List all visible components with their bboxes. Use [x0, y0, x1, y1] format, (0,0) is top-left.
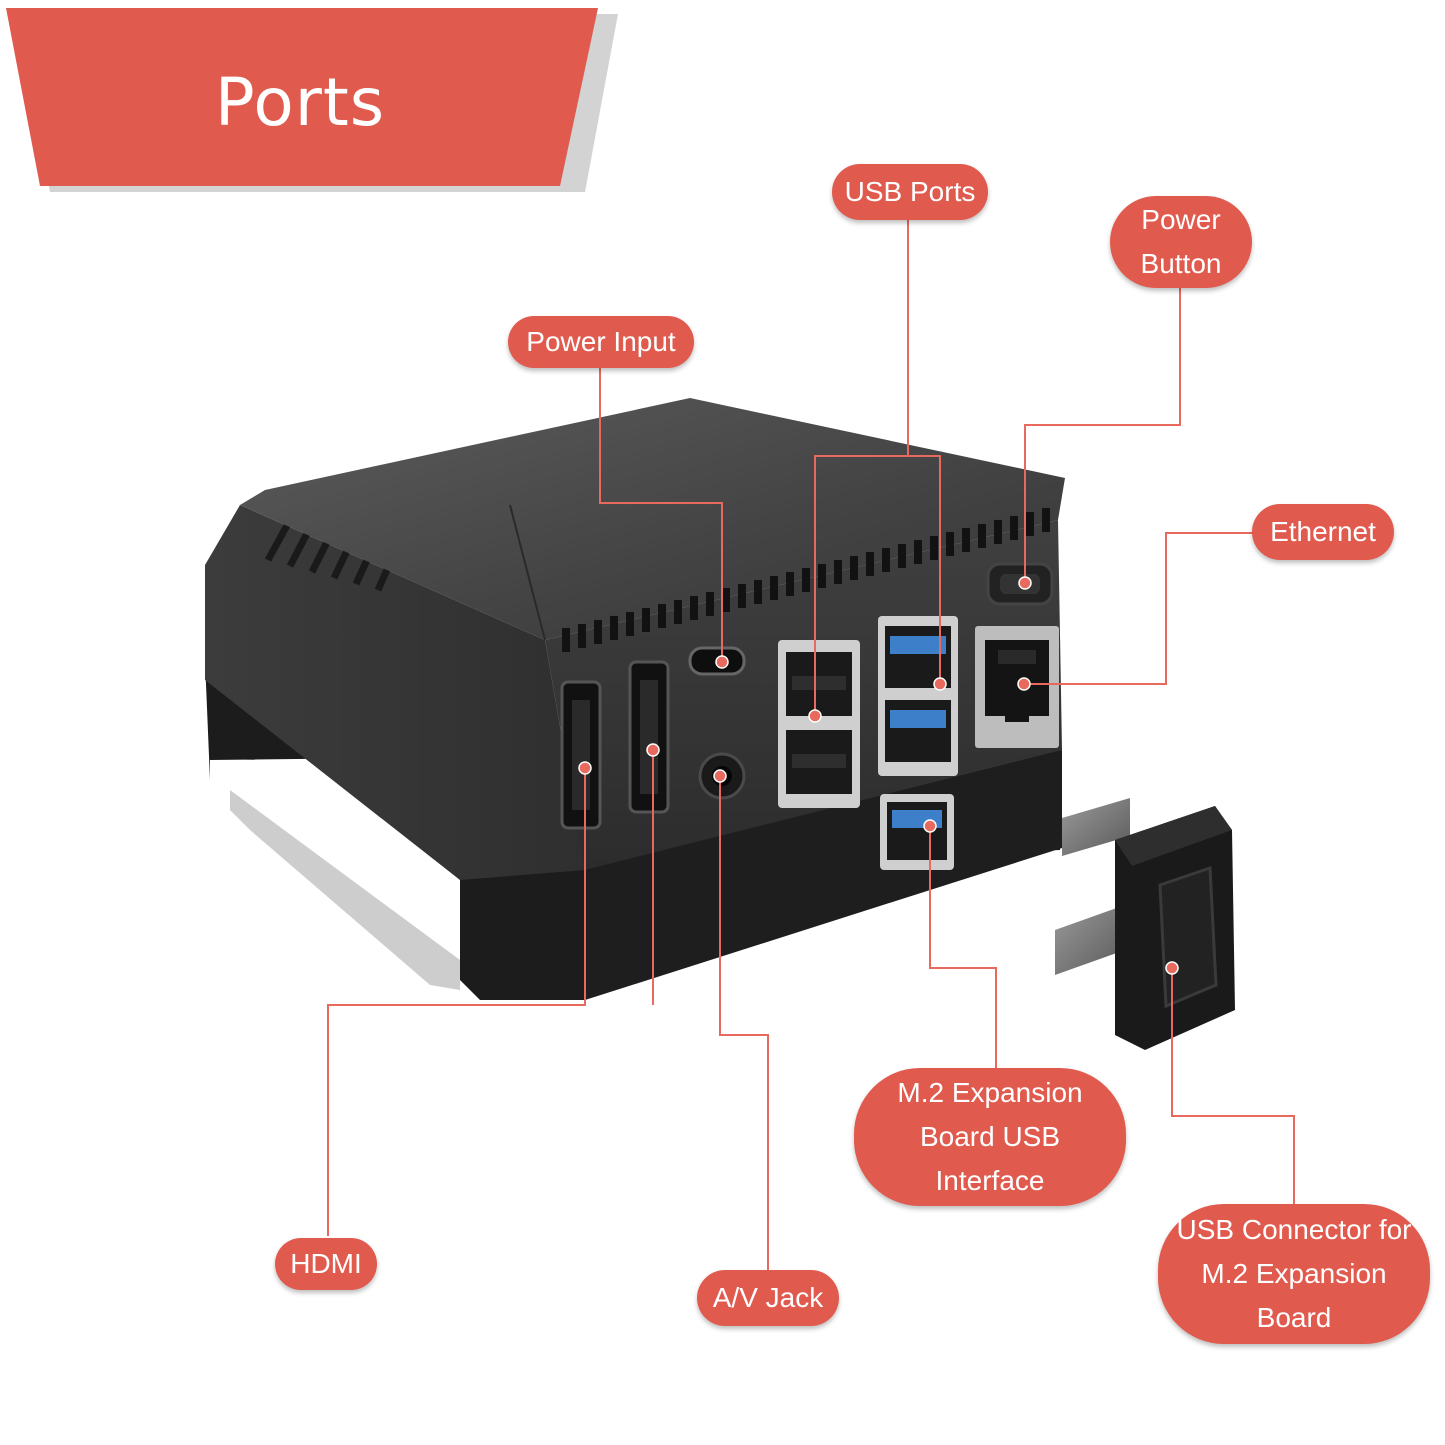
leader-power-button: [1024, 288, 1181, 583]
callout-m2-usb-interface-label: M.2 Expansion Board USB Interface: [897, 1077, 1083, 1196]
leader-ethernet: [1024, 532, 1254, 685]
page-title: Ports: [214, 64, 386, 141]
title-banner: [6, 8, 618, 192]
callout-ethernet: Ethernet: [1252, 504, 1394, 560]
leader-dots: [578, 576, 1179, 975]
leader-usb-connector: [1171, 968, 1295, 1206]
callout-hdmi-label: HDMI: [290, 1248, 362, 1279]
leader-hdmi-1: [327, 768, 586, 1236]
hdmi-port-1: [560, 680, 602, 830]
callout-m2-usb-interface: M.2 Expansion Board USB Interface: [854, 1068, 1126, 1206]
callout-power-input-label: Power Input: [526, 326, 676, 357]
callout-usb-connector: USB Connector for M.2 Expansion Board: [1158, 1204, 1430, 1344]
callout-hdmi: HDMI: [275, 1238, 377, 1290]
leader-lines: [327, 220, 1295, 1270]
banner-shape: [6, 8, 598, 186]
leader-power-input: [599, 365, 723, 660]
hdmi-port-2: [628, 660, 670, 814]
leader-m2-usb-interface: [929, 826, 997, 1070]
device-case: [205, 398, 1065, 1000]
callout-power-button-label: Power Button: [1140, 204, 1222, 279]
callout-usb-ports: USB Ports: [832, 164, 988, 220]
callout-av-jack-label: A/V Jack: [712, 1282, 824, 1313]
usb2-port-stack: [778, 640, 860, 808]
callout-av-jack: A/V Jack: [697, 1270, 839, 1326]
callout-usb-ports-label: USB Ports: [844, 176, 976, 207]
m2-usb-interface-port: [880, 794, 954, 870]
ethernet-port: [975, 626, 1059, 748]
callout-usb-connector-label: USB Connector for M.2 Expansion Board: [1176, 1214, 1412, 1333]
case-left-side: [205, 505, 585, 880]
leader-av-jack: [719, 776, 769, 1270]
front-vents: [562, 508, 1050, 652]
leader-usb-ports-left: [814, 220, 909, 715]
case-top: [240, 398, 1065, 640]
callout-ethernet-label: Ethernet: [1270, 516, 1376, 547]
usb-connector-accessory: [1055, 798, 1235, 1050]
usb3-port-stack: [878, 616, 958, 776]
callout-power-button: Power Button: [1110, 196, 1252, 288]
leader-usb-ports-right: [908, 455, 941, 684]
callout-power-input: Power Input: [508, 316, 694, 368]
